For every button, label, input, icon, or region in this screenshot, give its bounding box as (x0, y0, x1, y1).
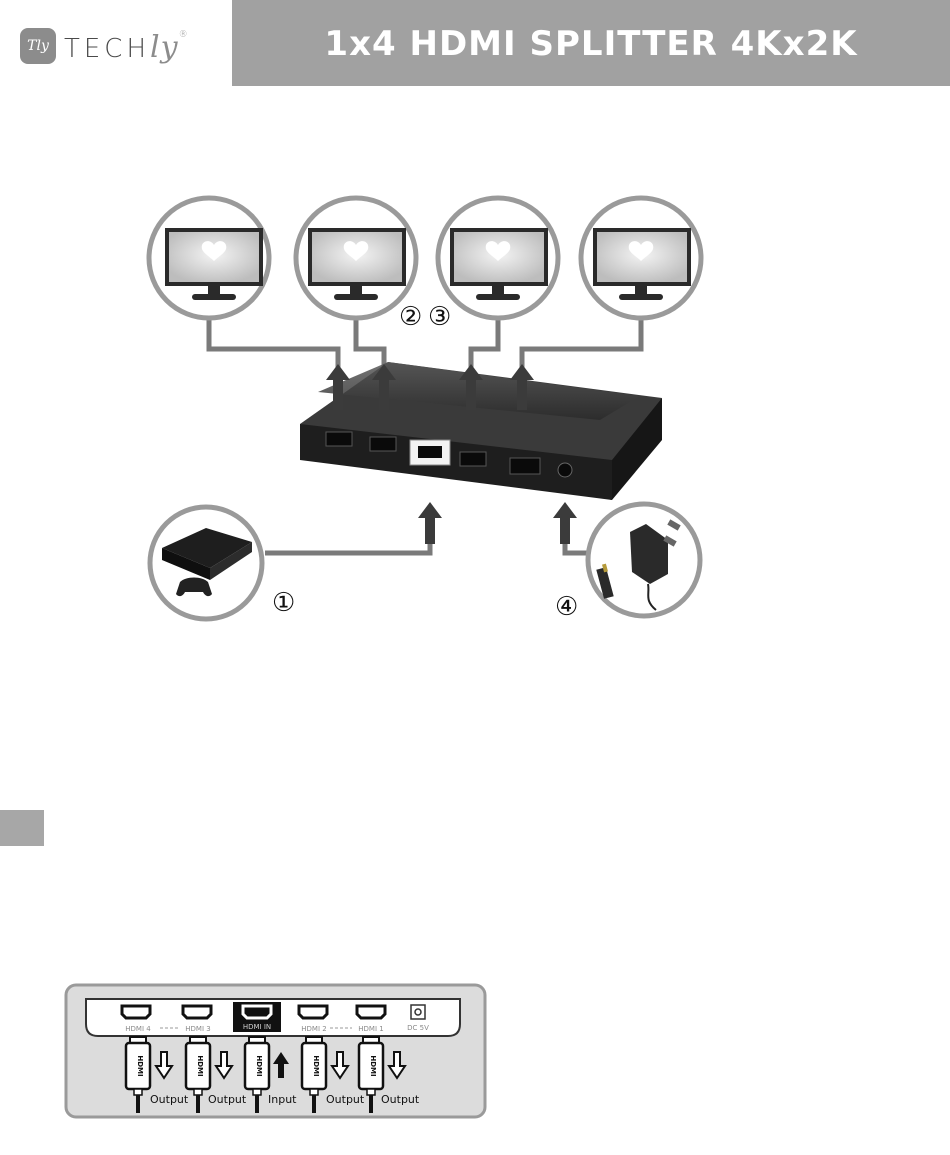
svg-text:HDMI: HDMI (255, 1055, 263, 1076)
svg-text:HDMI: HDMI (369, 1055, 377, 1076)
port-label: HDMI 2 (301, 1025, 326, 1033)
svg-text:HDMI: HDMI (136, 1055, 144, 1076)
svg-text:HDMI: HDMI (312, 1055, 320, 1076)
svg-text:HDMI: HDMI (196, 1055, 204, 1076)
power-adapter-source (588, 504, 700, 616)
monitor-2 (296, 198, 416, 318)
arrow-up-icon (418, 502, 442, 544)
monitor-4 (581, 198, 701, 318)
dc-label: DC 5V (407, 1024, 429, 1032)
monitor-3 (438, 198, 558, 318)
step-2-label: ② (399, 302, 422, 332)
input-label: Input (268, 1093, 297, 1106)
dc-jack-icon (411, 1005, 425, 1019)
output-label: Output (150, 1093, 189, 1106)
step-4-label: ④ (555, 592, 578, 622)
port-label: HDMI 3 (185, 1025, 210, 1033)
output-label: Output (381, 1093, 420, 1106)
output-label: Output (208, 1093, 247, 1106)
monitor-1 (149, 198, 269, 318)
step-3-label: ③ (428, 302, 451, 332)
output-label: Output (326, 1093, 365, 1106)
arrow-up-icon (553, 502, 577, 544)
page-side-tab (0, 810, 44, 846)
hdmi-splitter-device (300, 362, 662, 500)
step-1-label: ① (272, 588, 295, 618)
port-label: HDMI IN (243, 1023, 271, 1031)
port-label: HDMI 1 (358, 1025, 383, 1033)
port-panel: HDMI 4 HDMI 3 HDMI IN HDMI 2 HDMI 1 DC 5… (66, 985, 485, 1117)
port-label: HDMI 4 (125, 1025, 151, 1033)
game-console-source (150, 507, 262, 619)
